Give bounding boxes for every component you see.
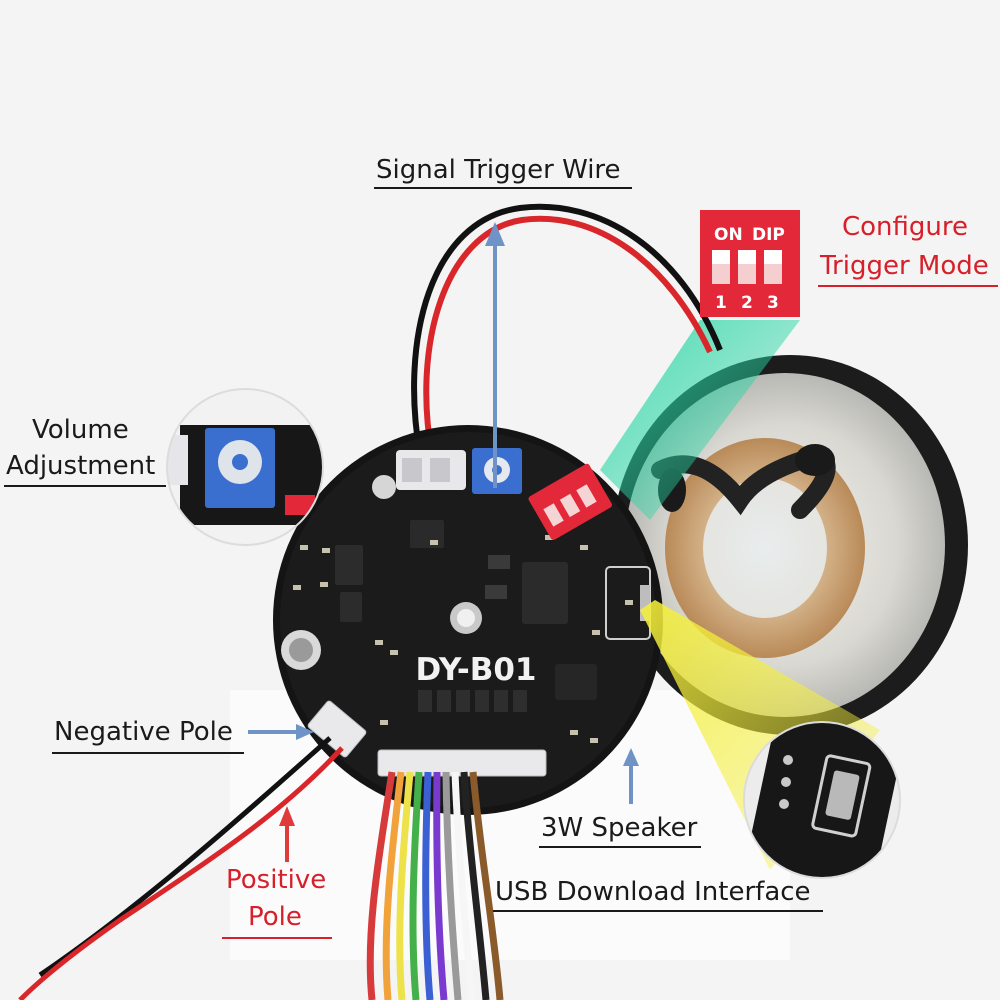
signal-trigger-wire	[411, 203, 723, 456]
ribbon-cable	[366, 771, 504, 1000]
speaker-underline	[539, 846, 701, 848]
arrow-up-icon	[485, 222, 505, 488]
potentiometer-icon	[167, 389, 323, 545]
signal-trigger-wire-underline	[374, 187, 632, 189]
negative-pole-underline	[52, 752, 244, 754]
dip-switch-icon: ON DIP 1 2 3	[700, 210, 800, 317]
board-model-label: DY-B01	[415, 652, 536, 688]
dy-b01-board: DY-B01	[273, 425, 663, 815]
power-wires	[18, 736, 344, 1000]
volume-label-line2: Adjustment	[6, 451, 156, 481]
dip-number-3: 3	[767, 293, 779, 313]
positive-pole-underline	[222, 937, 332, 939]
dip-number-1: 1	[715, 293, 727, 313]
configure-label-line2: Trigger Mode	[820, 251, 989, 281]
dip-callout-beam	[600, 320, 800, 520]
usb-interface-underline	[493, 910, 823, 912]
configure-underline	[818, 285, 998, 287]
arrow-left-icon	[248, 724, 314, 740]
signal-trigger-wire-label: Signal Trigger Wire	[376, 155, 621, 185]
volume-underline	[4, 485, 166, 487]
dip-dip-label: DIP	[752, 225, 785, 245]
negative-pole-label: Negative Pole	[54, 717, 233, 747]
positive-pole-label-line1: Positive	[226, 865, 327, 895]
positive-pole-label-line2: Pole	[248, 902, 302, 932]
arrow-up-icon	[279, 806, 295, 862]
dip-number-2: 2	[741, 293, 753, 313]
usb-port-icon	[744, 722, 900, 878]
volume-label-line1: Volume	[32, 415, 129, 445]
dip-on-label: ON	[714, 225, 743, 245]
configure-label-line1: Configure	[842, 212, 969, 242]
speaker-label: 3W Speaker	[541, 813, 698, 843]
usb-interface-label: USB Download Interface	[495, 877, 811, 907]
arrow-up-icon	[623, 748, 639, 804]
